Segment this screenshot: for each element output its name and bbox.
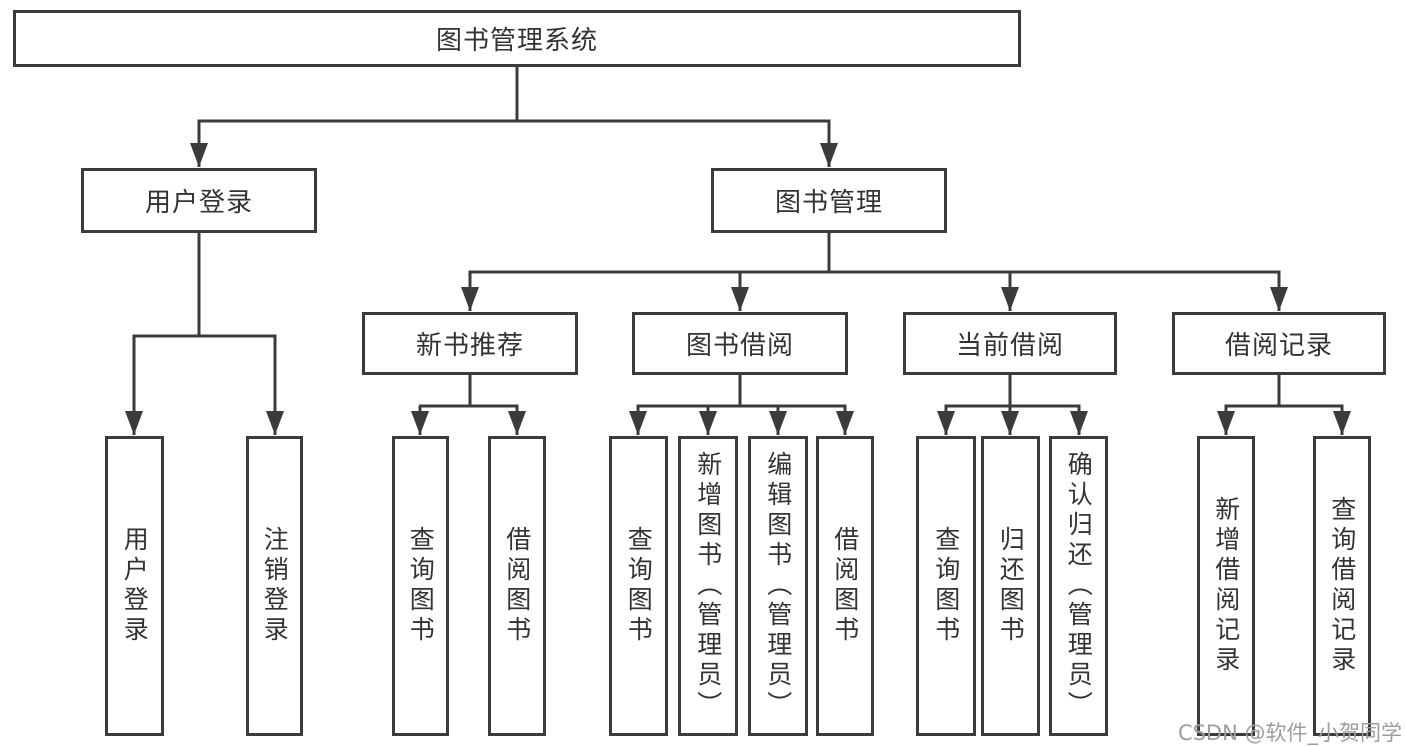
node-recommend-query-books: 查询图书: [392, 436, 449, 736]
node-borrow-borrow-books: 借阅图书: [816, 436, 874, 736]
node-book-mgmt: 图书管理: [711, 168, 947, 233]
node-user-login: 用户登录: [81, 168, 317, 233]
node-current-query-books: 查询图书: [916, 436, 976, 736]
node-root: 图书管理系统: [13, 10, 1021, 67]
wire-records-children: [1217, 375, 1351, 435]
node-current-return-books: 归还图书: [981, 436, 1040, 736]
node-borrow-edit-books-admin: 编辑图书（管理员）: [748, 436, 808, 736]
wire-book-mgmt-children: [461, 233, 1288, 311]
node-book-borrow: 图书借阅: [632, 312, 848, 375]
node-records-add-record: 新增借阅记录: [1197, 436, 1255, 736]
node-borrow-records: 借阅记录: [1172, 312, 1386, 375]
wire-root-to-level2: [190, 67, 838, 167]
wire-current-children: [937, 375, 1088, 435]
node-recommend-borrow-books: 借阅图书: [488, 436, 546, 736]
wire-recommend-children: [411, 375, 526, 435]
node-borrow-query-books: 查询图书: [609, 436, 668, 736]
node-current-borrow: 当前借阅: [903, 312, 1117, 375]
wire-user-login-children: [125, 233, 284, 435]
node-borrow-add-books-admin: 新增图书（管理员）: [678, 436, 738, 736]
csdn-watermark: CSDN @软件_小贺同学: [1177, 721, 1402, 745]
wire-borrow-children: [629, 375, 854, 435]
node-records-query-record: 查询借阅记录: [1313, 436, 1371, 736]
node-new-book-recommend: 新书推荐: [362, 312, 578, 375]
node-logout-leaf: 注销登录: [246, 436, 303, 736]
node-user-login-leaf: 用户登录: [105, 436, 164, 736]
node-current-confirm-return-admin: 确认归还（管理员）: [1049, 436, 1108, 736]
